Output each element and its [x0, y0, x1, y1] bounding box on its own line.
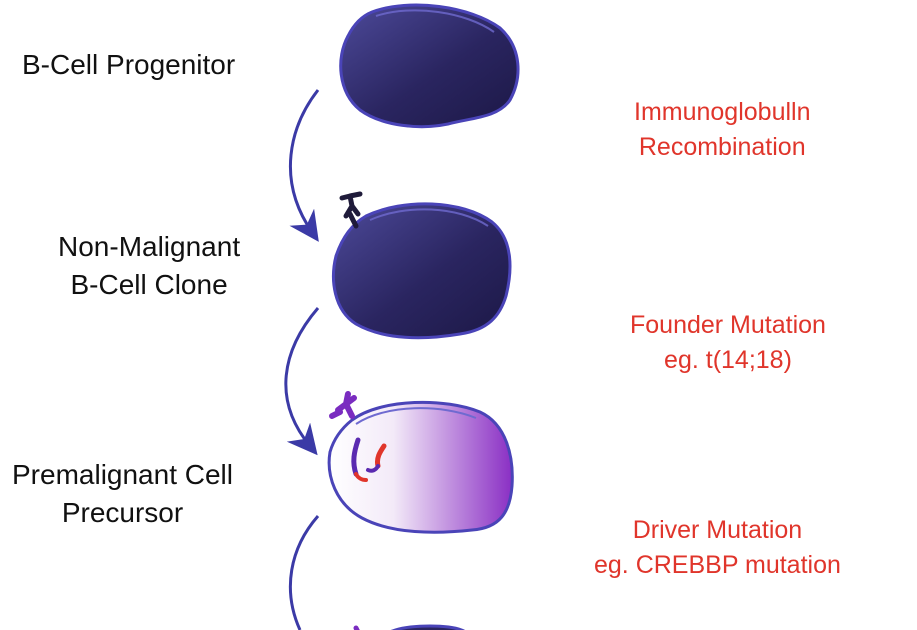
arrow-progenitor-to-clone	[289, 89, 320, 242]
stage-label-line: B-Cell Progenitor	[22, 49, 236, 80]
stage-label-line: B-Cell Clone	[70, 269, 228, 300]
transition-line: eg. t(14;18)	[664, 346, 792, 374]
malignant-cell-partial	[353, 624, 465, 630]
stage-label-premalignant: Premalignant Cell Precursor	[12, 456, 233, 532]
arrow-premalignant-to-next	[288, 515, 320, 630]
stage-label-progenitor: B-Cell Progenitor	[22, 46, 235, 84]
premalignant-cell	[327, 400, 514, 534]
transition-line: Driver Mutation	[632, 516, 803, 544]
stage-label-line: Premalignant Cell	[12, 459, 233, 490]
transition-immunoglobulin: Immunoglobulln Recombination	[634, 95, 811, 165]
transition-driver-mutation: Driver Mutation eg. CREBBP mutation	[594, 513, 841, 583]
transition-founder-mutation: Founder Mutation eg. t(14;18)	[630, 308, 826, 378]
transition-line: Recombination	[638, 133, 806, 161]
transition-line: eg. CREBBP mutation	[594, 551, 841, 579]
progenitor-cell	[339, 3, 520, 129]
transition-line: Founder Mutation	[630, 311, 826, 339]
translocated-chromosomes-icon	[351, 437, 387, 482]
stage-label-non-malignant: Non-Malignant B-Cell Clone	[58, 228, 240, 304]
stage-label-line: Precursor	[61, 497, 184, 528]
stage-label-line: Non-Malignant	[58, 231, 241, 262]
mutant-receptor-icon	[329, 391, 357, 419]
receptor-icon	[339, 191, 363, 229]
arrow-clone-to-premalignant	[284, 307, 320, 456]
transition-line: Immunoglobulln	[634, 98, 811, 126]
non-malignant-cell	[332, 202, 512, 340]
